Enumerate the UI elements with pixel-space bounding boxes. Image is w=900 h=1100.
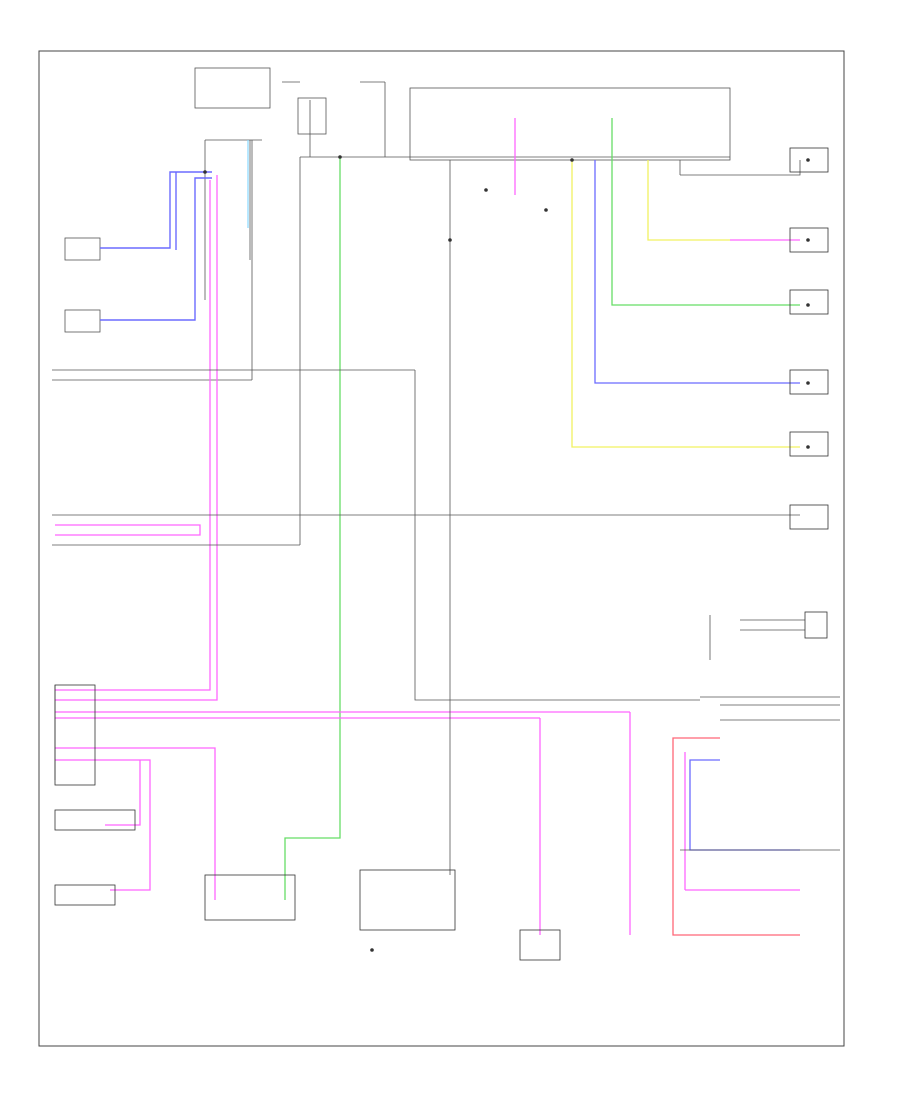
airbag-sensor-assembly (194, 67, 271, 109)
light-green-wire (611, 118, 800, 306)
yellow-wire-group (571, 160, 800, 448)
blue-wire-right (594, 160, 800, 851)
fuse-box (297, 97, 327, 135)
right-switch-column (789, 147, 829, 639)
black-wire-group (52, 157, 840, 875)
splice-points (203, 155, 810, 952)
seat-belt-buckle-switch (54, 809, 136, 831)
top-bus (282, 81, 731, 161)
blue-wire-group (100, 171, 212, 321)
trunk-switch (789, 504, 829, 530)
combination-connector-bottom-left (54, 684, 96, 786)
front-door-courtesy-switch-lh (789, 369, 829, 395)
luggage-compartment-door-switch (789, 431, 829, 457)
rear-door-courtesy-switch-lh (789, 289, 829, 315)
rear-door-courtesy-switch-rh (789, 227, 829, 253)
diagram-frame (38, 50, 845, 1047)
occupant-classification-ecu (519, 929, 561, 961)
red-wire (672, 737, 800, 936)
power-window-master-switch (359, 869, 456, 931)
pink-wire-group (55, 118, 800, 935)
bottom-components (54, 684, 561, 961)
green-wire (284, 157, 341, 900)
combination-meter (804, 611, 828, 639)
upper-left-block (52, 67, 271, 381)
front-passenger-door-courtesy-switch (789, 147, 829, 173)
main-body-ecu (409, 87, 731, 161)
door-lock-motor-assembly (204, 874, 296, 921)
